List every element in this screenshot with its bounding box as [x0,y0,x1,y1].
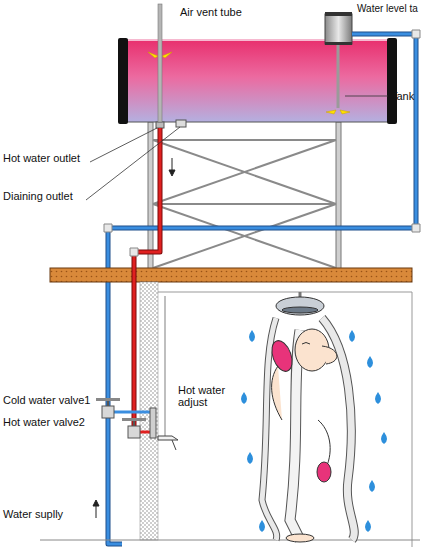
roof-slab [50,268,412,282]
part-label: Hot water outlet [3,152,80,164]
part-label: Hot water valve2 [3,416,85,428]
part-label: Hot water adjust [178,384,234,408]
part-label: Cold water valve1 [3,394,90,406]
room-wall [40,282,420,547]
tank-stand [148,122,341,270]
water-level-tank [325,12,352,45]
valves [96,398,178,450]
hot-water-pipe [130,128,160,432]
leader-line [86,96,388,200]
part-label: Diaining outlet [3,190,73,202]
cold-water-pipe [104,30,420,544]
air-vent-tube [158,4,162,122]
part-label: Water suplly [3,508,63,520]
flow-arrow [93,158,175,518]
part-label: Tank [391,90,414,102]
shower-figure [241,292,387,542]
part-label: Water level ta [357,3,418,15]
part-label: Air vent tube [180,6,242,18]
